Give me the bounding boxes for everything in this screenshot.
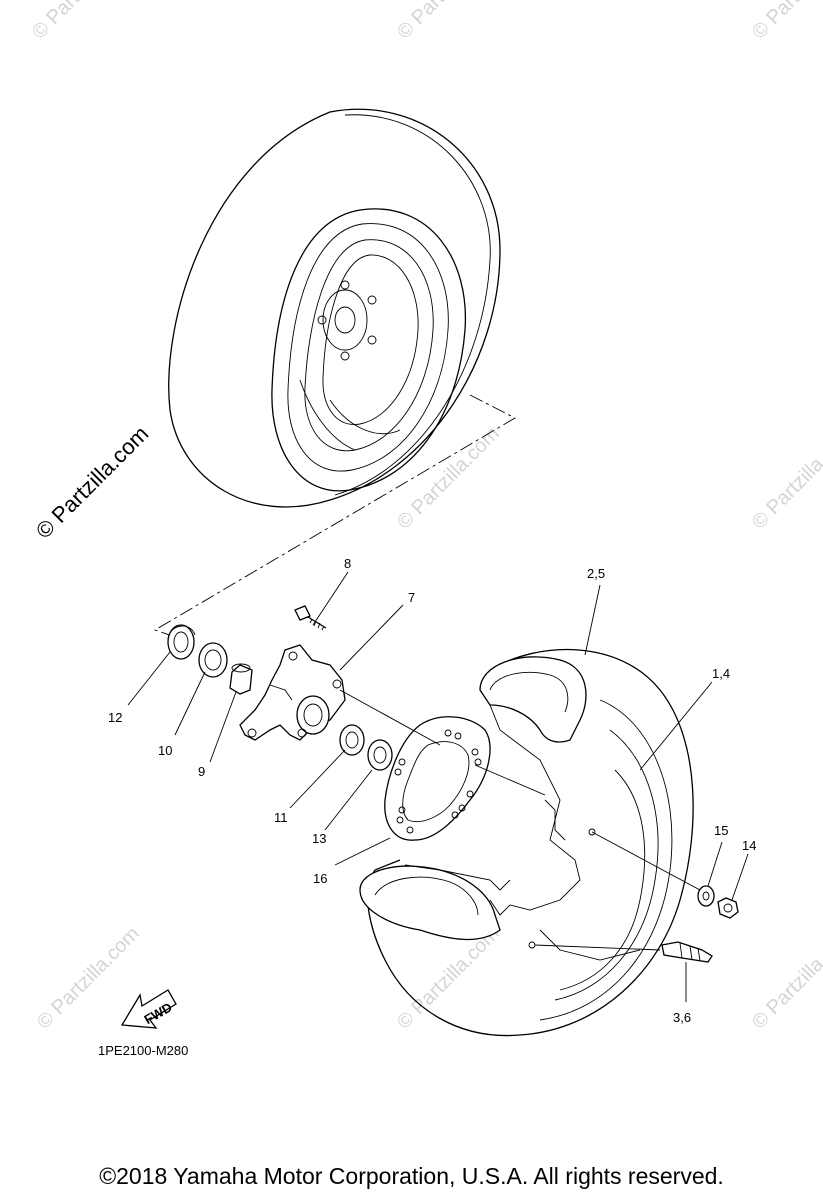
callout-14: 14 (742, 838, 756, 853)
callout-10: 10 (158, 743, 172, 758)
callout-3-6: 3,6 (673, 1010, 691, 1025)
exploded-wheel (359, 648, 739, 1037)
watermark: © Partzilla.com (28, 0, 139, 44)
callout-12: 12 (108, 710, 122, 725)
watermark: © Partzilla.com (393, 0, 504, 44)
watermark: © Partzilla.com (393, 923, 504, 1034)
watermark-dark: © Partzilla.com (31, 421, 154, 544)
callouts: 8 7 2,5 1,4 12 10 9 11 13 16 15 14 3,6 (108, 556, 756, 1025)
assembly-line (153, 394, 516, 643)
leader-lines (127, 571, 749, 1002)
callout-8: 8 (344, 556, 351, 571)
exploded-hub (167, 605, 546, 841)
watermark: © Partzilla.com (748, 0, 823, 44)
callout-1-4: 1,4 (712, 666, 730, 681)
callout-2-5: 2,5 (587, 566, 605, 581)
copyright-notice: ©2018 Yamaha Motor Corporation, U.S.A. A… (99, 1163, 724, 1189)
assembled-wheel (168, 108, 501, 508)
callout-13: 13 (312, 831, 326, 846)
callout-7: 7 (408, 590, 415, 605)
watermark: © Partzilla.com (748, 923, 823, 1034)
callout-9: 9 (198, 764, 205, 779)
watermark: © Partzilla.com (393, 423, 504, 534)
callout-11: 11 (274, 810, 288, 825)
callout-16: 16 (313, 871, 327, 886)
callout-15: 15 (714, 823, 728, 838)
diagram-code: 1PE2100-M280 (98, 1043, 188, 1058)
fwd-arrow-icon: FWD (120, 989, 177, 1029)
watermark: © Partzilla.com (748, 423, 823, 534)
